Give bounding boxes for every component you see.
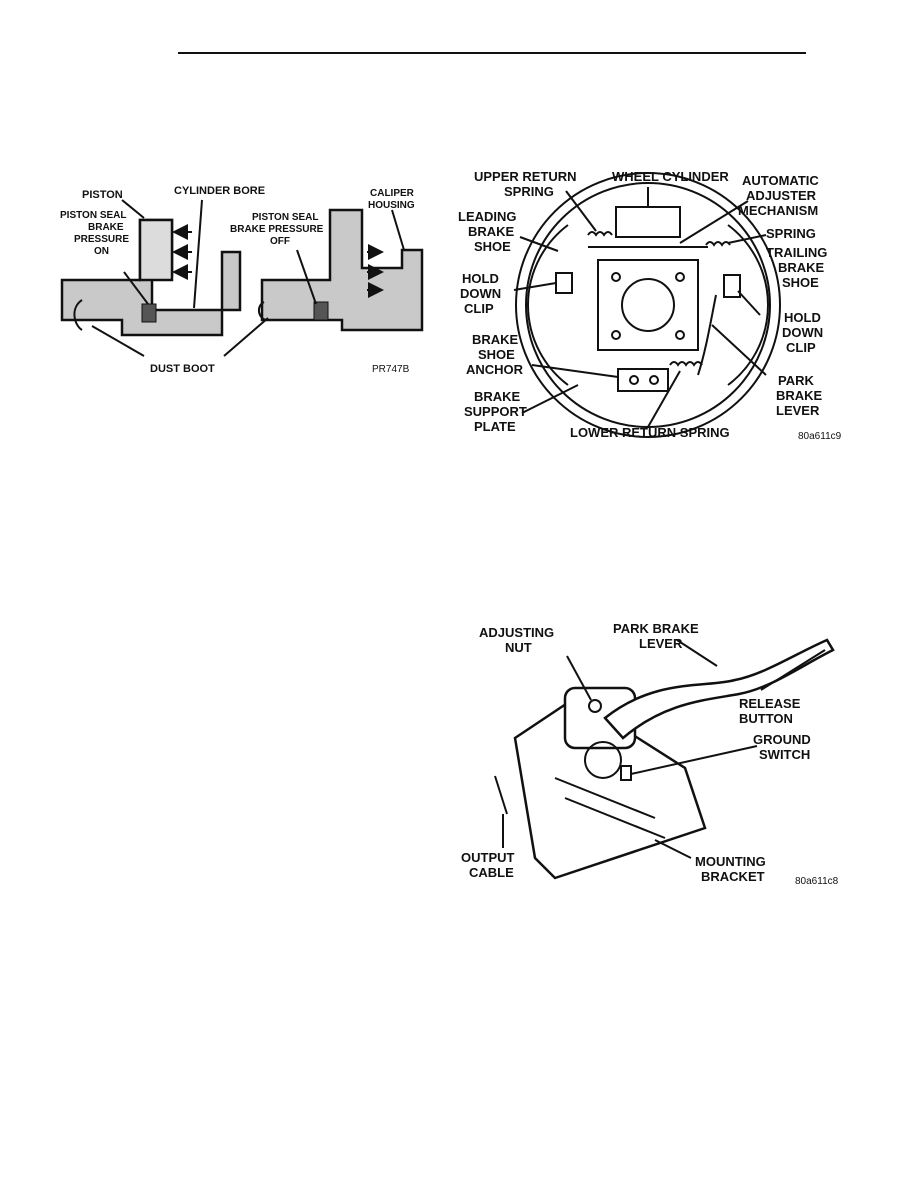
label-spring: SPRING <box>766 226 816 241</box>
label-anchor-1: BRAKE <box>472 332 519 347</box>
label-auto-adj-1: AUTOMATIC <box>742 173 819 188</box>
hub-plate <box>597 259 699 351</box>
label-hold-left-3: CLIP <box>464 301 494 316</box>
label-leading-3: SHOE <box>474 239 511 254</box>
label-park-3: LEVER <box>776 403 820 418</box>
figure-code-80a611c8: 80a611c8 <box>795 876 839 887</box>
label-upper-return-1: UPPER RETURN <box>474 169 577 184</box>
ground-switch <box>620 765 632 781</box>
label-lower-return: LOWER RETURN SPRING <box>570 425 730 440</box>
label-auto-adj-3: MECHANISM <box>738 203 818 218</box>
hold-down-clip-right <box>723 274 741 298</box>
label-support-3: PLATE <box>474 419 516 434</box>
label-park-lever-2: LEVER <box>639 636 683 651</box>
label-adj-nut-2: NUT <box>505 640 532 655</box>
label-leading-1: LEADING <box>458 209 517 224</box>
label-seal-on-2: BRAKE <box>88 222 124 233</box>
label-park-lever-1: PARK BRAKE <box>613 621 699 636</box>
label-anchor-2: SHOE <box>478 347 515 362</box>
label-park-1: PARK <box>778 373 814 388</box>
axle-hole <box>621 278 675 332</box>
label-seal-off-1: PISTON SEAL <box>252 212 319 223</box>
dust-boot-left <box>73 299 83 331</box>
wheel-cylinder <box>615 206 681 238</box>
trailing-brake-shoe <box>727 224 769 386</box>
label-auto-adj-2: ADJUSTER <box>746 188 817 203</box>
figure-code-pr747b: PR747B <box>372 364 410 375</box>
adjusting-nut <box>588 699 602 713</box>
leading-brake-shoe <box>527 224 569 386</box>
park-brake-lever-handle <box>603 638 835 740</box>
label-park-2: BRAKE <box>776 388 823 403</box>
label-trailing-3: SHOE <box>782 275 819 290</box>
dust-boot-right <box>258 301 267 321</box>
pivot <box>584 741 622 779</box>
label-wheel-cylinder: WHEEL CYLINDER <box>612 169 729 184</box>
header-rule <box>178 52 806 54</box>
lower-return-spring <box>669 361 703 367</box>
label-ground-1: GROUND <box>753 732 811 747</box>
brake-support-plate <box>515 172 781 438</box>
label-seal-on-1: PISTON SEAL <box>60 210 127 221</box>
label-support-2: SUPPORT <box>464 404 527 419</box>
label-seal-off-2: BRAKE PRESSURE <box>230 224 324 235</box>
label-support-1: BRAKE <box>474 389 521 404</box>
piston-seal-on <box>141 303 157 323</box>
label-hold-right-1: HOLD <box>784 310 821 325</box>
piston-seal-off <box>313 301 329 321</box>
label-trailing-2: BRAKE <box>778 260 825 275</box>
label-hold-left-2: DOWN <box>460 286 501 301</box>
caliper-housing-right <box>260 208 424 332</box>
label-adj-nut-1: ADJUSTING <box>479 625 554 640</box>
label-caliper-1: CALIPER <box>370 188 415 199</box>
brake-shoe-anchor <box>617 368 669 392</box>
label-trailing-1: TRAILING <box>766 245 827 260</box>
hold-down-clip-left <box>555 272 573 294</box>
label-caliper-2: HOUSING <box>368 200 415 211</box>
label-leading-2: BRAKE <box>468 224 515 239</box>
label-release-1: RELEASE <box>739 696 801 711</box>
output-cable <box>494 775 508 815</box>
label-cylinder-bore: CYLINDER BORE <box>174 185 265 197</box>
piston-left <box>138 218 174 282</box>
label-upper-return-2: SPRING <box>504 184 554 199</box>
adjuster-spring <box>705 241 731 247</box>
figure-code-80a611c9: 80a611c9 <box>798 431 842 442</box>
label-piston: PISTON <box>82 189 123 201</box>
upper-return-spring <box>587 231 613 237</box>
label-seal-on-4: ON <box>94 246 109 257</box>
label-dust-boot: DUST BOOT <box>150 363 215 375</box>
label-hold-right-3: CLIP <box>786 340 816 355</box>
park-brake-lever <box>697 294 717 376</box>
label-anchor-3: ANCHOR <box>466 362 524 377</box>
label-hold-right-2: DOWN <box>782 325 823 340</box>
label-seal-off-3: OFF <box>270 236 290 247</box>
label-seal-on-3: PRESSURE <box>74 234 129 245</box>
label-output-1: OUTPUT <box>461 850 515 865</box>
label-release-2: BUTTON <box>739 711 793 726</box>
piston-seal-figure: PISTON CYLINDER BORE PISTON SEAL BRAKE P… <box>60 185 424 375</box>
label-output-2: CABLE <box>469 865 514 880</box>
drum-brake-figure: UPPER RETURN SPRING WHEEL CYLINDER AUTOM… <box>458 169 842 442</box>
label-mounting-2: BRACKET <box>701 869 765 884</box>
label-hold-left-1: HOLD <box>462 271 499 286</box>
park-brake-lever-figure: ADJUSTING NUT PARK BRAKE LEVER RELEASE B… <box>461 621 839 887</box>
label-ground-2: SWITCH <box>759 747 810 762</box>
label-mounting-1: MOUNTING <box>695 854 766 869</box>
